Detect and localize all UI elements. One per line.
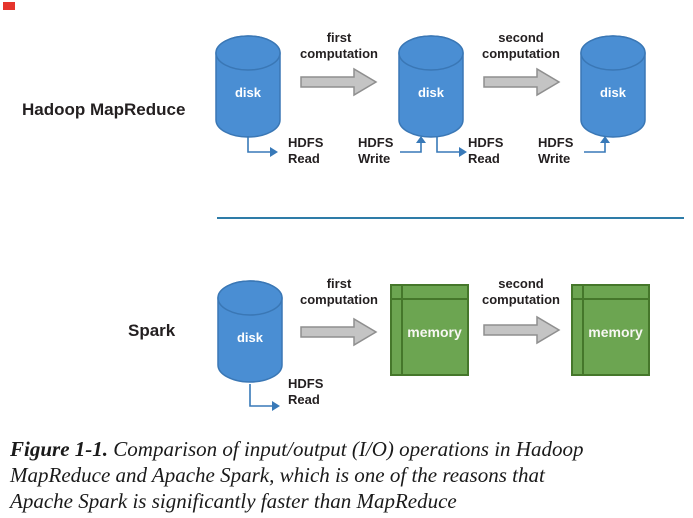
- hadoop-computation-arrow-2: [483, 67, 561, 97]
- hadoop-disk-1: disk: [215, 35, 281, 138]
- hadoop-first-computation-label: first computation: [300, 30, 378, 61]
- memory-label: memory: [407, 324, 462, 340]
- hdfs-read-label-1: HDFS Read: [288, 135, 324, 166]
- disk-label: disk: [599, 85, 626, 100]
- red-corner-mark: [3, 2, 15, 10]
- hadoop-second-computation-label: second computation: [482, 30, 560, 61]
- hdfs-read-label-2: HDFS Read: [468, 135, 504, 166]
- spark-memory-2: memory: [571, 284, 650, 376]
- spark-row-label: Spark: [128, 321, 176, 340]
- memory-label: memory: [588, 324, 643, 340]
- spark-second-computation-label: second computation: [482, 276, 560, 307]
- figure-caption: Figure 1-1. Comparison of input/output (…: [10, 436, 688, 514]
- disk-label: disk: [234, 85, 261, 100]
- spark-first-computation-label: first computation: [300, 276, 378, 307]
- hadoop-row-label: Hadoop MapReduce: [22, 100, 186, 119]
- disk-label: disk: [236, 330, 263, 345]
- spark-computation-arrow-2: [483, 315, 561, 345]
- spark-disk: disk: [217, 280, 283, 383]
- disk-cylinder-icon: [217, 280, 283, 383]
- figure-number: Figure 1-1.: [10, 437, 109, 461]
- hdfs-write-label-2: HDFS Write: [538, 135, 574, 166]
- spark-hdfs-read-label: HDFS Read: [288, 376, 324, 407]
- hdfs-write-label-1: HDFS Write: [358, 135, 394, 166]
- spark-hdfs-read-arrow: [249, 384, 280, 411]
- disk-label: disk: [417, 85, 444, 100]
- memory-grid-vline: [401, 286, 403, 374]
- spark-computation-arrow-1: [300, 317, 378, 347]
- hdfs-write-arrow-2: [584, 136, 610, 153]
- section-divider: [217, 217, 684, 219]
- memory-grid-hline: [573, 298, 648, 300]
- memory-grid-hline: [392, 298, 467, 300]
- disk-cylinder-icon: [215, 35, 281, 138]
- caption-line-1: Figure 1-1. Comparison of input/output (…: [10, 436, 688, 462]
- disk-cylinder-icon: [398, 35, 464, 138]
- hdfs-write-arrow-1: [400, 136, 426, 153]
- hdfs-read-arrow-2: [436, 136, 467, 157]
- disk-cylinder-icon: [580, 35, 646, 138]
- memory-grid-vline: [582, 286, 584, 374]
- caption-line-2: MapReduce and Apache Spark, which is one…: [10, 463, 545, 487]
- caption-line-3: Apache Spark is significantly faster tha…: [10, 489, 457, 513]
- hadoop-disk-3: disk: [580, 35, 646, 138]
- hadoop-disk-2: disk: [398, 35, 464, 138]
- hdfs-read-arrow-1: [247, 136, 278, 157]
- hadoop-computation-arrow-1: [300, 67, 378, 97]
- caption-text-1: Comparison of input/output (I/O) operati…: [113, 437, 584, 461]
- spark-memory-1: memory: [390, 284, 469, 376]
